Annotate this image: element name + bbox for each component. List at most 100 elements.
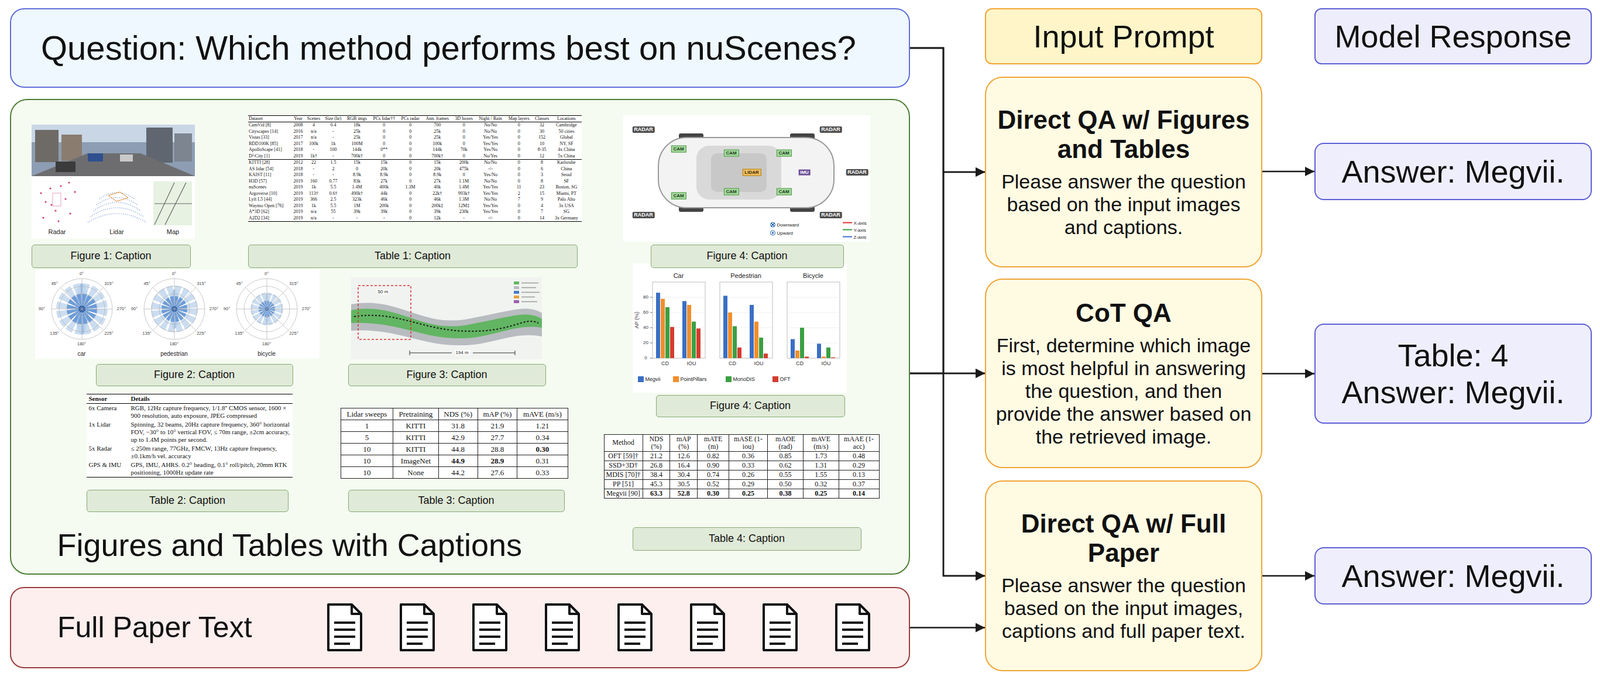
table-cell: 23 [532, 184, 552, 191]
table-cell: 20k [422, 166, 453, 173]
table-cell: Cityscapes [14] [248, 128, 293, 136]
table-cell: 700k† [344, 153, 370, 160]
table-cell: Yes/Yes [475, 134, 506, 142]
table-cell: 26.8 [642, 460, 671, 470]
figure-3-map [351, 277, 542, 360]
table-cell: KITTI [28] [248, 159, 293, 167]
figure-1-illustration [69, 212, 71, 215]
table-row: D²-City [1]20191k†-700k†00700k†0No/Yes01… [248, 153, 582, 160]
sensor-label: RADAR [845, 169, 869, 177]
table-cell: RGB, 12Hz capture frequency, 1/1.8'' CMO… [128, 403, 293, 421]
table-cell: 0 [344, 166, 370, 173]
table-row: 10None44.227.60.33 [340, 466, 568, 479]
node-body: First, determine which image is most hel… [991, 334, 1256, 449]
figure-4-bar-chart [691, 321, 696, 358]
table-row: A*3D [62]2019n/a5539k39k039k230kYes/Yes0… [248, 208, 582, 216]
table-cell: 1 [340, 419, 394, 432]
node-heading: Direct QA w/ Full Paper [991, 509, 1256, 569]
chart-label: 0 [644, 355, 647, 361]
table-row: GPS & IMUGPS, IMU, AHRS. 0.2° heading, 0… [86, 460, 293, 478]
table-cell: 27k [369, 178, 399, 185]
data-table: SensorDetails6x CameraRGB, 12Hz capture … [86, 393, 293, 478]
table-cell: 490k† [344, 190, 370, 198]
table-cell: KITTI [393, 443, 439, 455]
table-cell: 63.3 [642, 488, 671, 499]
table-cell: 2019 [291, 178, 305, 185]
figure-1-illustration [31, 153, 195, 177]
node-heading: Answer: Megvii. [1341, 557, 1565, 595]
figure-3-map [409, 350, 515, 356]
polar-axis-label: 45° [143, 281, 150, 287]
figure-4-bar-chart [763, 353, 768, 359]
table-cell: 25k [344, 128, 370, 136]
figure-4-bar-chart [754, 321, 759, 358]
table-cell: 100 [322, 146, 345, 154]
table-cell: - [304, 166, 323, 173]
table-cell: Palo Alto [551, 196, 582, 204]
table-cell: -/- [475, 215, 506, 222]
chart-label: IOU [821, 361, 831, 367]
table-cell: Vistas [33] [248, 134, 293, 142]
connector-arrow [910, 47, 985, 576]
sensor-label: CAM [670, 145, 686, 153]
question-box: Question: Which method performs best on … [9, 8, 911, 88]
connector-arrow [910, 172, 985, 374]
connector-arrow [1262, 170, 1315, 173]
document-icon [473, 604, 507, 651]
figure-4-vehicle-illustration [658, 137, 834, 208]
figure-4-bar-chart [652, 297, 840, 343]
table-cell: D²-City [1] [248, 153, 293, 160]
table-cell: 0.32 [802, 479, 839, 489]
table-cell: 2017 [291, 134, 305, 142]
table-row: 5KITTI42.927.70.34 [340, 431, 568, 444]
table-cell: 10 [532, 141, 552, 148]
table-cell: 10 [340, 443, 394, 455]
sensor-label: LIDAR [742, 168, 761, 177]
map-legend-swatches [521, 300, 538, 302]
prompt-box: Direct QA w/ Full PaperPlease answer the… [984, 480, 1263, 672]
polar-axis-label: 270° [209, 306, 219, 311]
table-cell: No/No [475, 196, 506, 204]
figure-1-illustration [90, 207, 144, 217]
legend-swatch [772, 376, 779, 383]
polar-axis-label: 90° [38, 306, 46, 311]
figure-2-polar-plots [35, 269, 320, 359]
table-cell: 0.26 [728, 469, 768, 480]
table-cell: 9 [532, 196, 552, 204]
table-cell: 5 [340, 431, 394, 444]
table-cell: 22 [304, 159, 323, 167]
table-cell: 0 [505, 146, 533, 154]
table-row: 10ImageNet44.928.90.31 [340, 454, 568, 467]
table-cell: Locations [551, 115, 582, 123]
figure-4-vehicle-illustration [696, 145, 782, 200]
legend-entry: Downward [770, 221, 800, 228]
figure-4-bar-chart [670, 326, 836, 358]
table-cell: 0 [398, 153, 423, 160]
table-cell: Details [128, 393, 293, 404]
figure-3-map [358, 285, 411, 340]
table-cell: 366 [304, 196, 323, 204]
table-cell: ≤ 250m range, 77GHz, FMCW, 13Hz capture … [128, 444, 293, 461]
table-cell: 0 [452, 134, 476, 142]
figure-4-bar-chart [696, 328, 701, 359]
chart-label: Bicycle [802, 271, 824, 279]
node-heading: Answer: Megvii. [1341, 153, 1565, 190]
figure-4-bar-chart [804, 356, 809, 359]
table-row: 1x LidarSpinning, 32 beams, 20Hz capture… [86, 420, 293, 445]
legend-entry: Upward [770, 229, 794, 236]
table-cell: 1.55 [802, 469, 839, 480]
polar-plot [236, 278, 298, 340]
table-cell: 12.6 [670, 451, 698, 461]
table-cell: 0 [505, 153, 533, 160]
table-cell: 144k [422, 146, 453, 154]
figure-4-bar-chart [652, 282, 706, 359]
table-cell: 0 [452, 153, 476, 160]
table-cell: AS lidar [54] [248, 166, 293, 173]
table-cell: No/Yes [475, 153, 506, 160]
table-cell: 0.30 [697, 488, 730, 499]
table-cell: - [322, 172, 345, 179]
table-cell: Year [291, 115, 305, 123]
table-cell: 0.50 [767, 479, 804, 489]
response-box: Answer: Megvii. [1314, 142, 1592, 201]
figure-1-illustration [67, 181, 70, 184]
